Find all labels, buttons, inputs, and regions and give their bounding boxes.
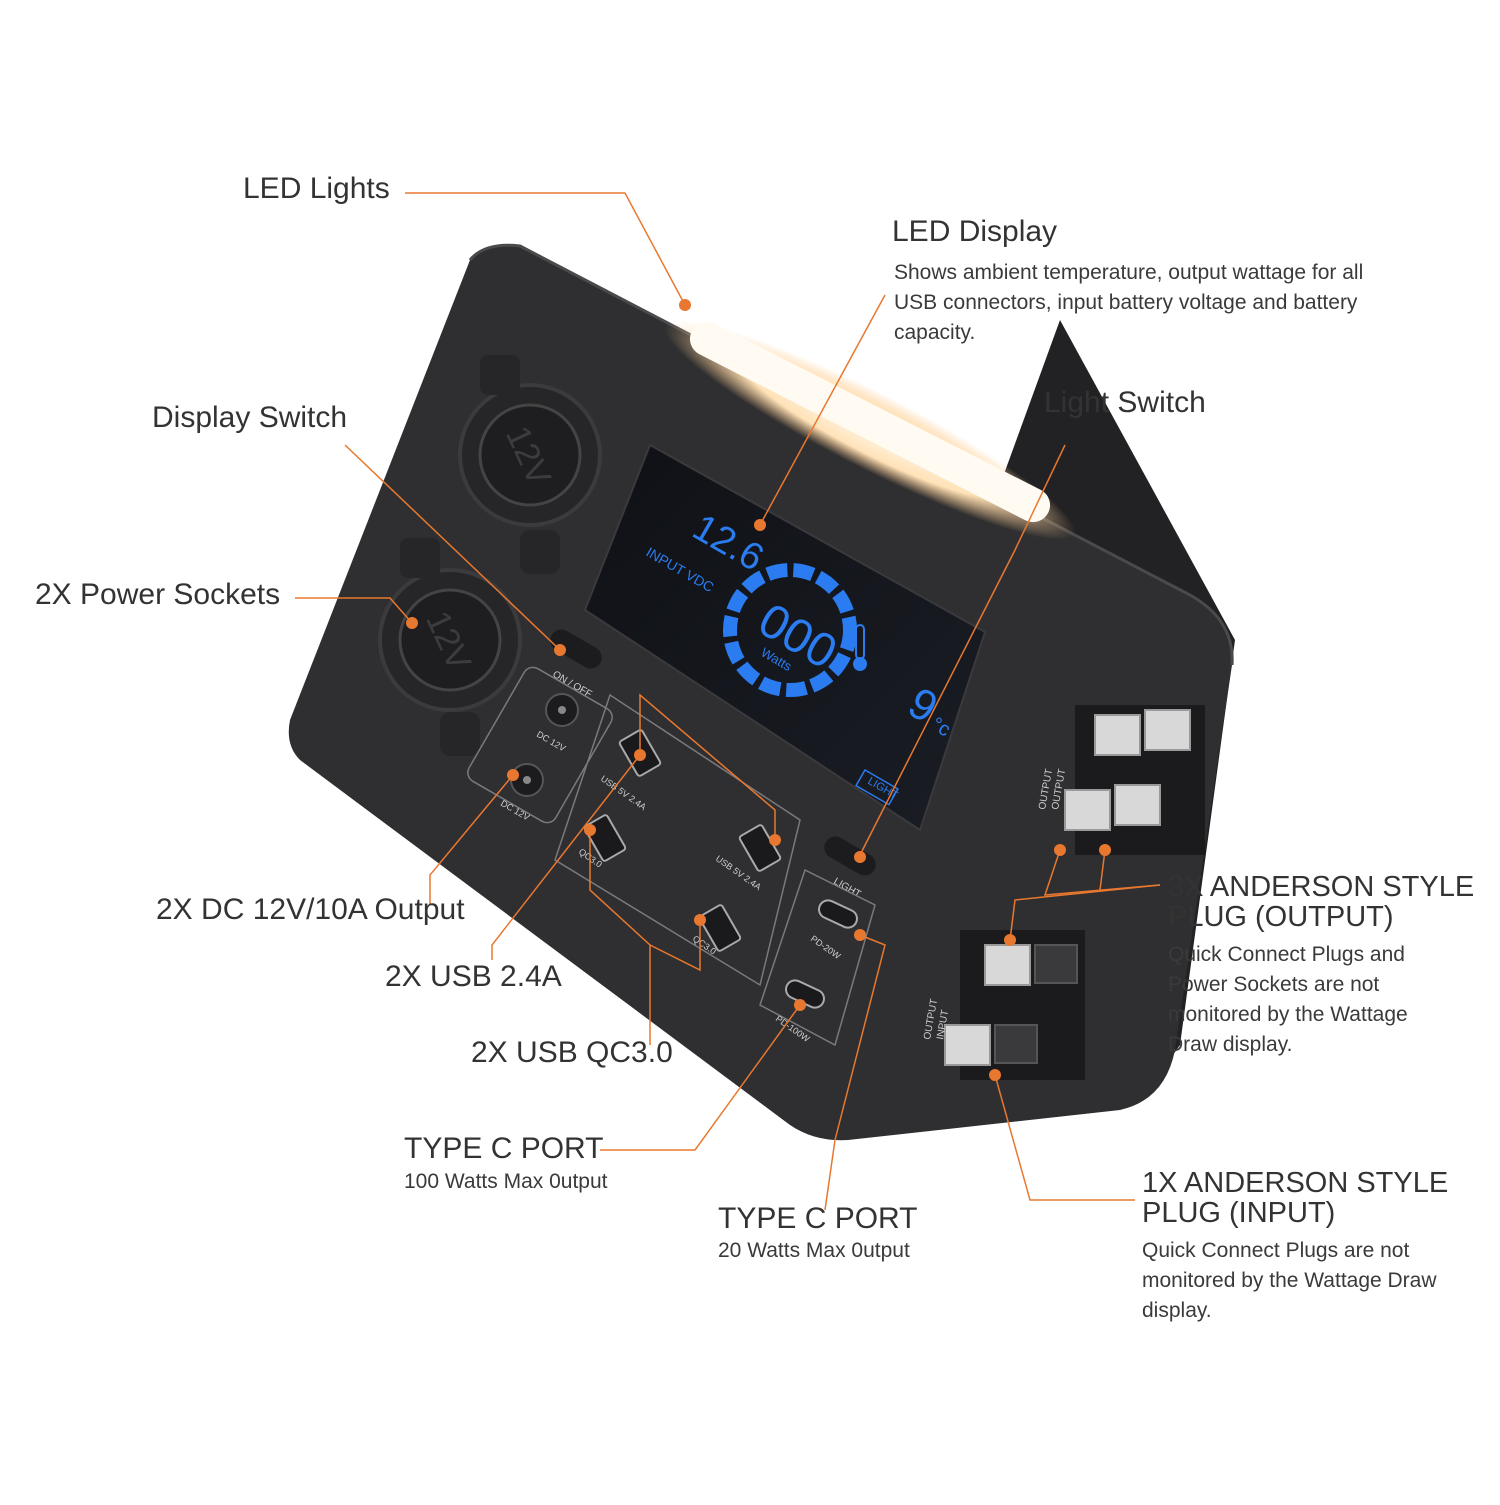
anderson-input[interactable]: OUTPUT INPUT bbox=[922, 944, 1078, 1064]
leader-qc2 bbox=[649, 920, 701, 972]
callout-usb24-title: 2X USB 2.4A bbox=[385, 960, 562, 993]
leader-dc-output bbox=[429, 774, 514, 905]
callout-anderson-output-title-2: PLUG (OUTPUT) bbox=[1168, 901, 1394, 933]
callout-light-switch-title: Light Switch bbox=[1044, 386, 1206, 419]
leader-anderson-out3 bbox=[1099, 849, 1106, 891]
lcd-display: 12.6 INPUT VDC 000 Watts 9 °c LIGHT bbox=[583, 443, 987, 832]
callout-anderson-output-title-1: 3X ANDERSON STYLE bbox=[1168, 871, 1475, 903]
callout-led-display-desc: Shows ambient temperature, output wattag… bbox=[894, 261, 1364, 344]
callout-typec100-title: TYPE C PORT bbox=[404, 1132, 604, 1165]
power-socket-bottom[interactable]: 12V bbox=[378, 538, 522, 756]
leader-led-display bbox=[759, 294, 886, 526]
anderson-output-upper[interactable]: OUTPUT OUTPUT bbox=[1037, 705, 1205, 855]
led-light-bar bbox=[689, 321, 1051, 523]
leader-dots bbox=[406, 299, 1111, 1081]
callout-usb-qc-title: 2X USB QC3.0 bbox=[471, 1036, 673, 1069]
callout-typec20-desc: 20 Watts Max 0utput bbox=[718, 1239, 910, 1262]
callout-anderson-input-desc: Quick Connect Plugs are not monitored by… bbox=[1142, 1239, 1437, 1322]
thermometer-icon bbox=[853, 624, 867, 671]
device-edge-highlight bbox=[468, 243, 1234, 666]
leader-anderson-out bbox=[1009, 884, 1161, 941]
leader-display-switch bbox=[344, 444, 561, 651]
leader-typec20 bbox=[824, 934, 886, 1211]
leader-light-switch bbox=[859, 444, 1066, 856]
callout-display-switch-title: Display Switch bbox=[152, 401, 348, 434]
usb-qc-port-2[interactable] bbox=[698, 904, 742, 952]
leader-power-sockets bbox=[295, 597, 413, 624]
leader-usb24 bbox=[491, 754, 641, 960]
leader-anderson-out2 bbox=[1043, 849, 1161, 896]
leader-lines bbox=[295, 192, 1161, 1211]
callout-dc-output-title: 2X DC 12V/10A Output bbox=[156, 893, 465, 926]
callout-led-display-title: LED Display bbox=[892, 215, 1058, 248]
callout-anderson-input-title-2: PLUG (INPUT) bbox=[1142, 1197, 1336, 1229]
callout-typec20-title: TYPE C PORT bbox=[718, 1202, 918, 1235]
leader-usb24b bbox=[639, 693, 776, 840]
callout-anderson-input-title-1: 1X ANDERSON STYLE bbox=[1142, 1167, 1449, 1199]
leader-typec100 bbox=[600, 1004, 801, 1151]
callout-led-lights-title: LED Lights bbox=[243, 172, 390, 205]
power-socket-top[interactable]: 12V bbox=[458, 355, 602, 574]
dc-port-1[interactable] bbox=[545, 693, 579, 727]
leader-led-lights bbox=[405, 192, 686, 306]
leader-anderson-in bbox=[994, 1074, 1135, 1201]
typec-20w-port[interactable] bbox=[816, 897, 860, 930]
side-input-label: INPUT bbox=[935, 1009, 951, 1040]
leader-qc bbox=[589, 830, 651, 1045]
callout-typec100-desc: 100 Watts Max 0utput bbox=[404, 1170, 608, 1193]
callout-power-sockets-title: 2X Power Sockets bbox=[35, 578, 281, 611]
callout-anderson-output-desc: Quick Connect Plugs and Power Sockets ar… bbox=[1168, 943, 1408, 1056]
